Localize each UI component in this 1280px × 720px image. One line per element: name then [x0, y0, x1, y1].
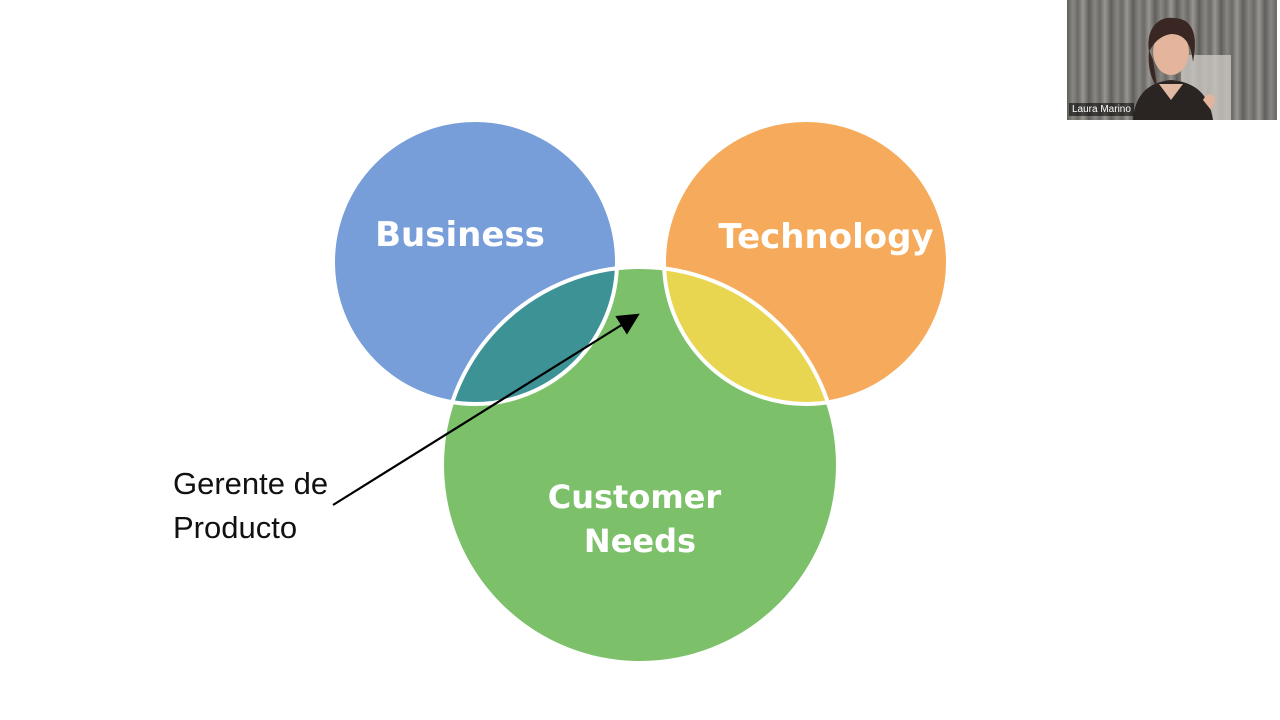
- participant-name-tag: Laura Marino: [1069, 103, 1134, 116]
- callout-line-1: Gerente de: [173, 462, 373, 506]
- participant-video-feed: [1111, 0, 1241, 120]
- callout-line-2: Producto: [173, 506, 373, 550]
- participant-video-tile[interactable]: Laura Marino: [1067, 0, 1277, 120]
- technology-label: Technology: [718, 217, 933, 257]
- callout-text: Gerente de Producto: [173, 462, 373, 550]
- business-label: Business: [375, 215, 545, 255]
